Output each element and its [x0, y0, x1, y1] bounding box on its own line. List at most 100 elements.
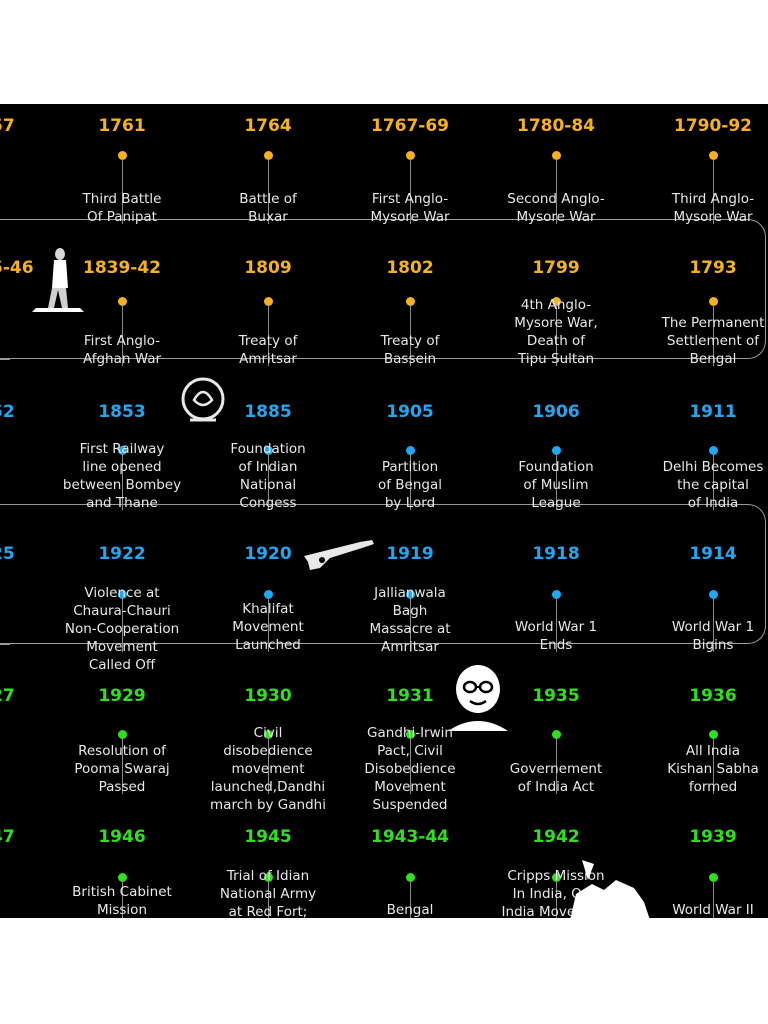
event-label: Foundation of Indian National Congess [230, 441, 306, 511]
event-stem [410, 738, 411, 794]
event-stem [410, 881, 411, 918]
event-year: 1922 [98, 544, 146, 564]
event-label: First Anglo- Afghan War [82, 333, 162, 367]
event-year: 1906 [532, 402, 580, 422]
event-stem [713, 159, 714, 224]
event-year: 1780-84 [516, 116, 596, 136]
event-year: 1764 [244, 116, 292, 136]
event-marker-dot [406, 151, 415, 160]
event-label: World War 1 Ends [514, 619, 598, 653]
event-stem [122, 454, 123, 510]
event-year: 1839-42 [82, 258, 162, 278]
event-year: 27 [0, 686, 15, 706]
timeline-event: 57 [0, 104, 65, 240]
event-marker-dot [552, 151, 561, 160]
event-label: Civil disobedience movement launched,Dan… [210, 725, 326, 813]
event-label: 4th Anglo- Mysore War, Death of Tipu Sul… [514, 297, 598, 367]
event-label: First Railway line opened between Bombey… [62, 441, 182, 511]
row-connector [0, 504, 766, 644]
event-stem [268, 305, 269, 366]
event-year: 1809 [244, 258, 292, 278]
event-label: Violence at Chaura-Chauri Non-Cooperatio… [64, 585, 180, 673]
event-stem [268, 159, 269, 224]
event-stem [556, 881, 557, 918]
event-stem [268, 454, 269, 510]
event-stem [122, 159, 123, 224]
map-silhouette-icon [570, 860, 650, 918]
event-marker-dot [709, 151, 718, 160]
event-year: 1929 [98, 686, 146, 706]
row-connector [0, 219, 766, 359]
event-marker-dot [264, 297, 273, 306]
event-stem [410, 598, 411, 652]
event-marker-dot [709, 873, 718, 882]
event-year: 1936 [689, 686, 737, 706]
event-year: 1799 [532, 258, 580, 278]
event-label: Bengal Famine [386, 902, 434, 918]
event-label: Second Anglo- Mysore War [507, 191, 605, 225]
event-stem [713, 454, 714, 510]
event-stem [268, 598, 269, 652]
soldier-figure-icon [32, 248, 84, 312]
event-stem [713, 598, 714, 652]
timeline-event: 25 [0, 532, 65, 668]
event-marker-dot [709, 590, 718, 599]
event-label: Third Battle Of Panipat [82, 191, 162, 225]
gandhi-portrait-icon [448, 665, 508, 731]
congress-emblem-icon [181, 377, 225, 422]
event-year: 1905 [386, 402, 434, 422]
event-marker-dot [406, 590, 415, 599]
event-label: Treaty of Amritsar [238, 333, 298, 367]
event-year: 1918 [532, 544, 580, 564]
event-year: 1793 [689, 258, 737, 278]
event-label: Foundation of Muslim League [518, 459, 594, 511]
event-year: 57 [0, 116, 15, 136]
timeline-event: 5-46 [0, 246, 65, 382]
event-year: 1911 [689, 402, 737, 422]
timeline-row-3: 521853First Railway line opened between … [0, 390, 768, 526]
event-label: Khalifat Movement Launched [232, 601, 304, 653]
event-stem [122, 305, 123, 366]
event-label: Third Anglo- Mysore War [671, 191, 755, 225]
event-label: Delhi Becomes the capital of India [662, 459, 764, 511]
event-year: 5-46 [0, 258, 34, 278]
event-label: First Anglo- Mysore War [370, 191, 450, 225]
event-marker-dot [118, 730, 127, 739]
event-year: 1935 [532, 686, 580, 706]
event-year: 1767-69 [370, 116, 450, 136]
event-marker-dot [709, 730, 718, 739]
event-year: 1853 [98, 402, 146, 422]
event-label: World War II Begins [672, 902, 754, 918]
event-year: 1914 [689, 544, 737, 564]
event-label: Jallianwala Bagh Massacre at Amritsar [369, 585, 451, 655]
event-marker-dot [118, 446, 127, 455]
event-marker-dot [552, 297, 561, 306]
event-marker-dot [552, 873, 561, 882]
event-stem [713, 305, 714, 366]
event-stem [122, 598, 123, 652]
event-year: 1946 [98, 827, 146, 847]
event-label: Resolution of Pooma Swaraj Passed [74, 743, 170, 795]
event-label: Governement of India Act [509, 761, 603, 795]
event-stem [268, 881, 269, 918]
event-year: 1939 [689, 827, 737, 847]
event-marker-dot [709, 297, 718, 306]
event-stem [556, 159, 557, 224]
